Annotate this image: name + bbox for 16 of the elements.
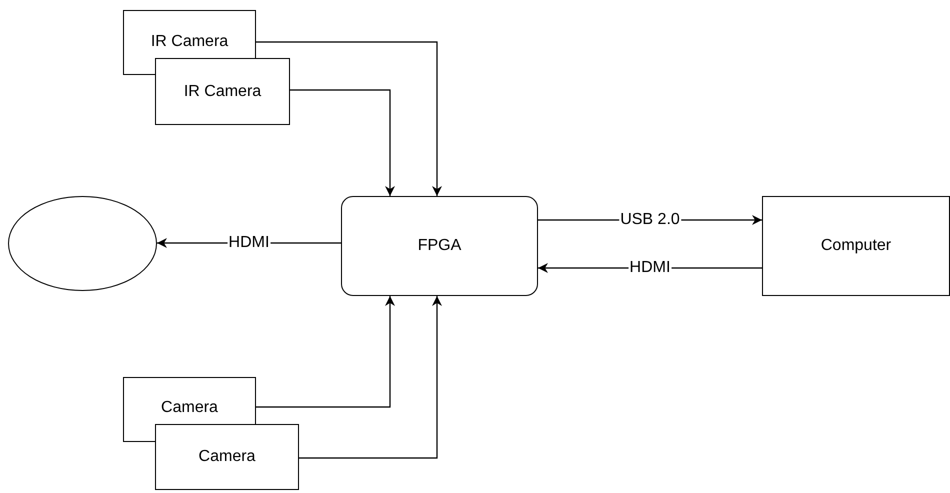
node-label: Computer [820,237,892,255]
node-label: IR Camera [150,33,228,51]
device-box [155,424,299,490]
device-box [123,377,256,424]
node-label: FPGA [418,237,462,255]
arrow [256,41,442,196]
node-label: Camera [198,448,256,466]
device-box [155,58,290,125]
device-box [123,10,256,58]
node-label: Camera [161,399,218,417]
device-box [341,196,538,296]
arrow [290,89,395,196]
node-label: IR Camera [184,82,262,100]
arrow [299,296,442,459]
arrow [256,296,395,408]
device-box [762,196,950,296]
